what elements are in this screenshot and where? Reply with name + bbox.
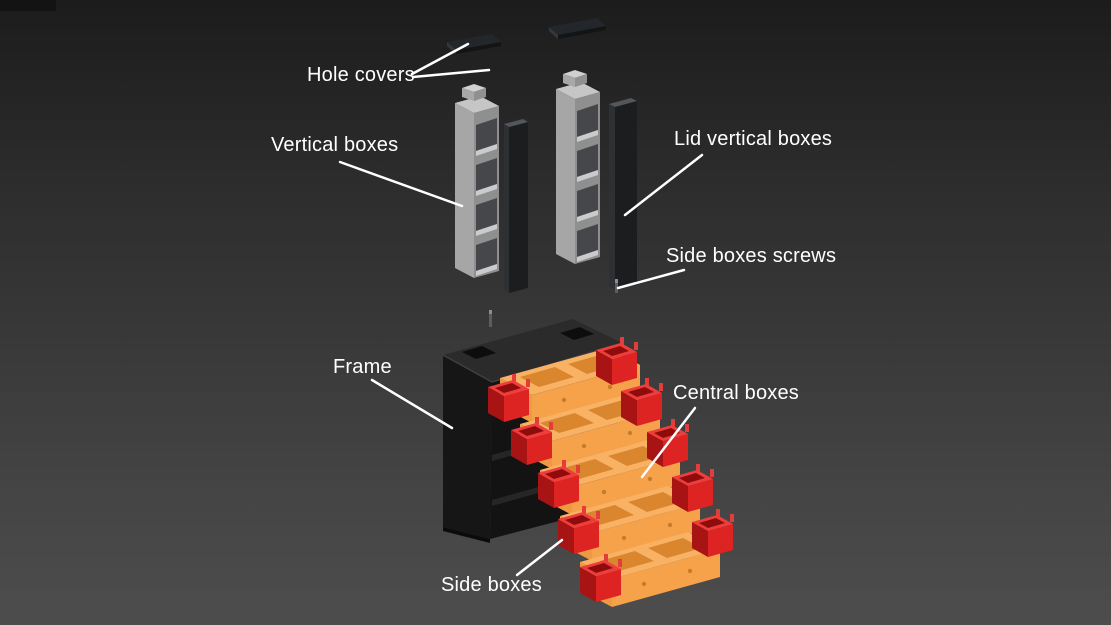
label-side-boxes-screws: Side boxes screws: [666, 245, 837, 267]
leader-vertical-boxes: [338, 160, 464, 208]
lid-vertical-box-right: [609, 98, 637, 290]
label-lid-vertical-boxes: Lid vertical boxes: [674, 128, 833, 150]
side-box: [558, 506, 600, 554]
lid-vertical-box-left: [504, 119, 528, 293]
side-box-screw-right: [615, 279, 618, 293]
side-boxes-left: [488, 374, 622, 602]
leader-lid-vertical-boxes: [623, 153, 704, 217]
side-box: [596, 337, 638, 385]
leader-hole-covers-2: [411, 68, 491, 79]
label-central-boxes: Central boxes: [673, 382, 799, 404]
leader-lines: [338, 42, 704, 577]
label-hole-covers: Hole covers: [307, 64, 415, 86]
leader-frame: [370, 378, 454, 430]
side-box: [692, 509, 734, 557]
leader-side-boxes-screws: [616, 268, 686, 290]
viewport-corner-artifact: [0, 0, 56, 11]
side-box: [580, 554, 622, 602]
vertical-box-right: [556, 70, 600, 264]
vertical-box-left: [455, 84, 499, 278]
side-box-screw-upper: [489, 310, 492, 327]
hole-cover-right: [549, 18, 606, 39]
label-frame: Frame: [333, 356, 392, 378]
side-box: [621, 378, 663, 426]
leader-hole-covers-1: [410, 42, 470, 76]
side-box: [511, 417, 553, 465]
side-box: [672, 464, 714, 512]
side-box: [488, 374, 530, 422]
leader-side-boxes: [515, 538, 564, 577]
side-box: [538, 460, 580, 508]
label-side-boxes: Side boxes: [441, 574, 542, 596]
label-vertical-boxes: Vertical boxes: [271, 134, 399, 156]
leader-central-boxes: [640, 406, 697, 479]
